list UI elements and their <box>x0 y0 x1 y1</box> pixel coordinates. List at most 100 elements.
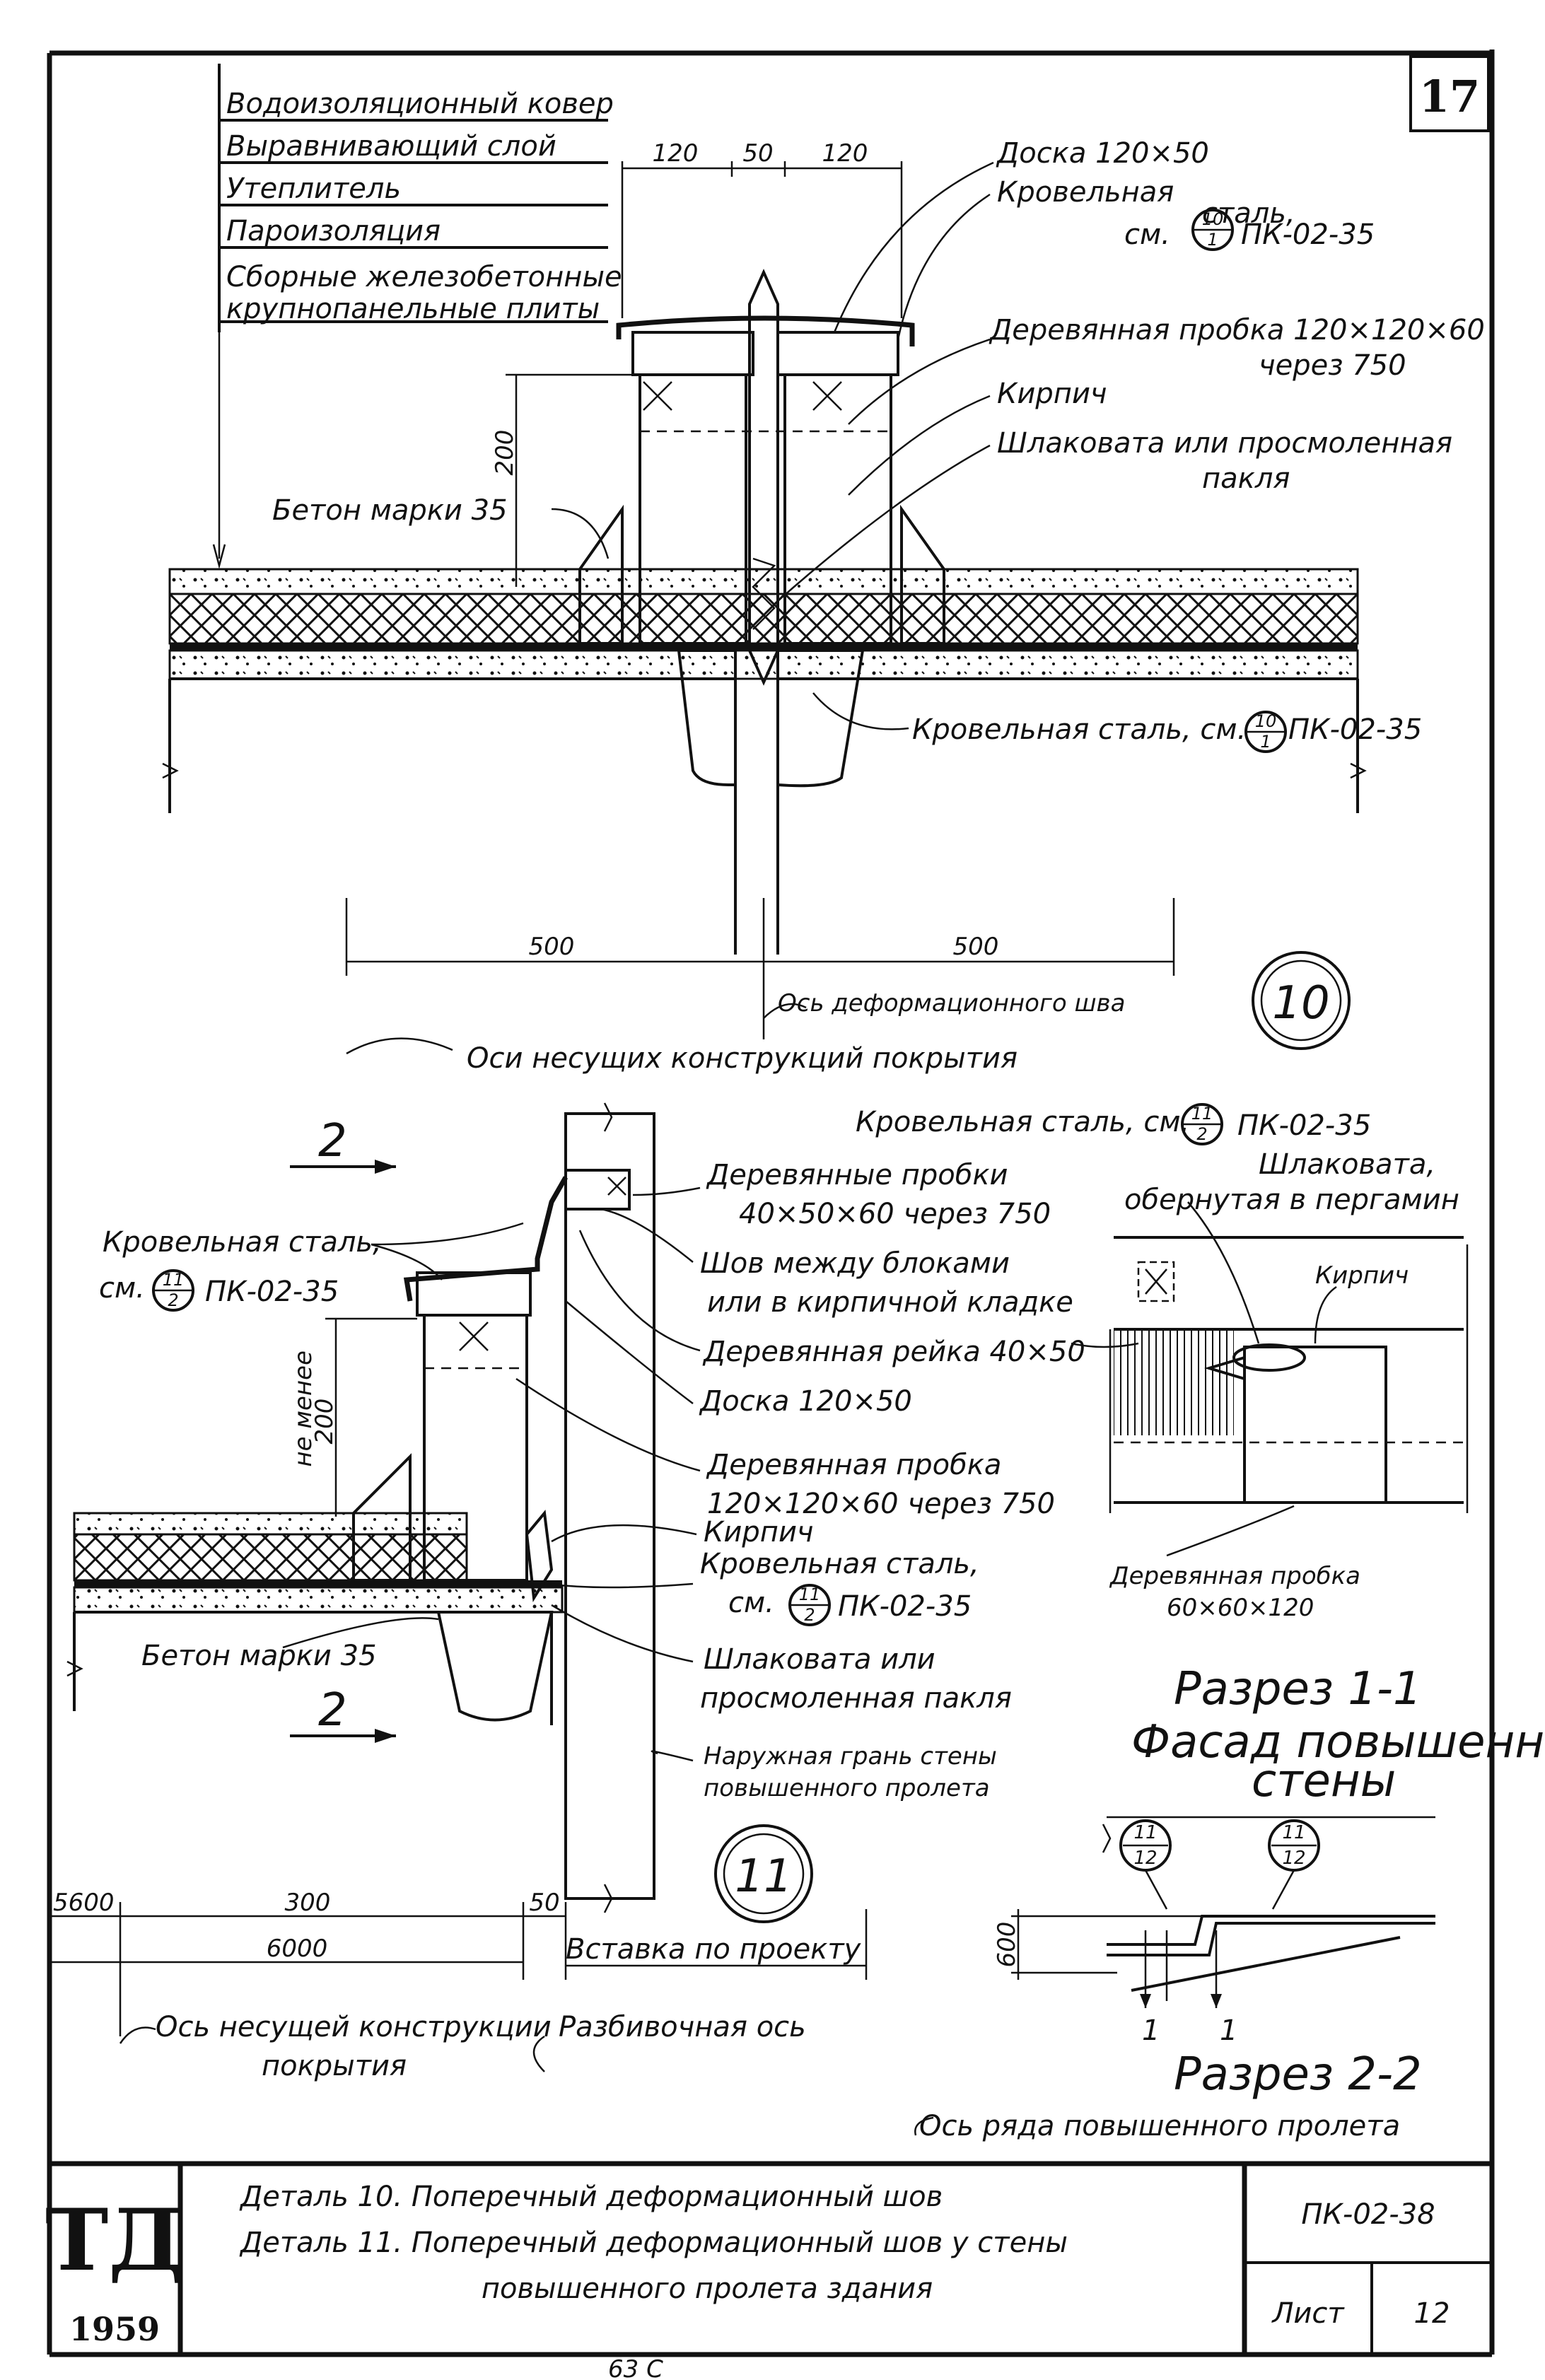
logo-year: 1959 <box>69 2310 160 2348</box>
ref-circle-10-1-low: 10 1 <box>1244 711 1287 753</box>
not-less-label: не менее <box>289 1351 317 1467</box>
brick-label-11: Кирпич <box>704 1516 814 1548</box>
dim-120-left: 120 <box>653 139 699 168</box>
top-dimensions: 120 50 120 <box>621 139 903 318</box>
stamp-code: ПК-02-38 <box>1301 2198 1435 2231</box>
slab-top <box>168 649 1359 680</box>
ref-circle-11-2-b: 11 2 <box>788 1584 831 1626</box>
dim-200-11: 200 <box>310 1399 339 1445</box>
board-label-11: Доска 120×50 <box>699 1385 912 1418</box>
svg-text:10: 10 <box>1255 711 1277 731</box>
roof-steel-a-ref: см. <box>99 1272 145 1305</box>
section-1-1: Кровельная сталь, см. 11 2 ПК-02-35 Шлак… <box>856 1103 1469 1715</box>
board-label: Доска 120×50 <box>996 137 1209 170</box>
section11-wood-plug: Деревянная пробка <box>1109 1562 1360 1590</box>
wood-plug-label-11: Деревянная пробка <box>706 1449 1001 1481</box>
bearing-axis-label-2: покрытия <box>262 2050 407 2082</box>
title-block: ТД 1959 Деталь 10. Поперечный деформацио… <box>45 2161 1492 2355</box>
dim-300: 300 <box>285 1889 331 1917</box>
facade-dim-600: 600 <box>993 1922 1021 1968</box>
section-mark-top: 2 <box>318 1115 347 1167</box>
dim-50-11: 50 <box>529 1889 559 1917</box>
section-mark-bottom: 2 <box>318 1684 347 1737</box>
stamp-line-1: Деталь 10. Поперечный деформационный шов <box>239 2181 943 2213</box>
wood-plugs-label-2: 40×50×60 через 750 <box>739 1198 1051 1230</box>
slab-label-line2: крупнопанельные плиты <box>226 293 600 325</box>
slab-label-line1: Сборные железобетонные <box>226 261 622 293</box>
footer-mark: 63 С <box>608 2355 663 2380</box>
stamp-sheet-no: 12 <box>1414 2297 1450 2330</box>
joint-blocks-label: Шов между блоками <box>700 1247 1010 1280</box>
screed-layer <box>168 568 1359 595</box>
section11-brick: Кирпич <box>1315 1261 1409 1290</box>
vapor-barrier <box>170 643 1358 651</box>
bearing-axis-label: Ось несущей конструкции <box>156 2011 552 2043</box>
ref-circle-section11: 11 2 <box>1181 1103 1223 1145</box>
svg-text:1: 1 <box>1260 732 1271 752</box>
load-axes-label: Оси несущих конструкций покрытия <box>467 1042 1018 1075</box>
ref-circle-11-2-a: 11 2 <box>152 1269 194 1312</box>
roof-steel-b-ref: см. <box>728 1587 774 1619</box>
facade-title-2: стены <box>1252 1755 1396 1807</box>
layer-label-0: Водоизоляционный ковер <box>226 88 614 120</box>
svg-text:11: 11 <box>799 1585 821 1604</box>
detail-11: 2 2 <box>49 1102 1085 2082</box>
roof-steel-b-code: ПК-02-35 <box>838 1590 972 1623</box>
roof-steel-a-label: Кровельная сталь, <box>103 1226 382 1259</box>
section11-wood-plug-2: 60×60×120 <box>1167 1594 1314 1622</box>
wood-plug-label-11-2: 120×120×60 через 750 <box>707 1488 1055 1520</box>
section22-title: Разрез 2-2 <box>1174 2048 1422 2101</box>
insulation-layer-11 <box>73 1533 468 1582</box>
slag-label-11-2: просмоленная пакля <box>700 1682 1012 1715</box>
section11-ref-code: ПК-02-35 <box>1237 1109 1371 1142</box>
detail-10-marker: 10 <box>1252 951 1351 1050</box>
layer-table: Водоизоляционный ковер Выравнивающий сло… <box>212 64 622 569</box>
svg-text:1: 1 <box>1207 230 1218 250</box>
ref-code: ПК-02-35 <box>1241 218 1375 251</box>
concrete-fill-left <box>677 649 737 786</box>
roof-steel-low-label: Кровельная сталь, см. <box>912 713 1246 746</box>
board-right <box>776 331 899 376</box>
svg-text:11: 11 <box>1191 1104 1213 1124</box>
concrete-fill-11 <box>436 1611 554 1722</box>
wood-plug-label: Деревянная пробка 120×120×60 <box>989 314 1485 346</box>
wood-plug-label-2: через 750 <box>1259 349 1406 382</box>
dim-6000: 6000 <box>267 1935 328 1963</box>
svg-text:11: 11 <box>1282 1822 1305 1843</box>
logo: ТД <box>45 2191 184 2290</box>
joint-blocks-label-2: или в кирпичной кладке <box>707 1286 1073 1319</box>
svg-text:11: 11 <box>735 1850 792 1903</box>
concrete-fill-right <box>776 649 865 788</box>
svg-text:12: 12 <box>1282 1848 1305 1869</box>
svg-text:10: 10 <box>1272 977 1329 1029</box>
section11-brick-block <box>1243 1346 1387 1504</box>
layer-label-1: Выравнивающий слой <box>226 130 556 163</box>
section11-roof-steel: Кровельная сталь, см. <box>856 1106 1189 1138</box>
roof-steel-b-label: Кровельная сталь, <box>700 1548 979 1580</box>
brick-label: Кирпич <box>997 378 1107 410</box>
svg-text:2: 2 <box>1196 1124 1207 1144</box>
layer-label-2: Утеплитель <box>226 173 401 205</box>
roof-steel-a-code: ПК-02-35 <box>205 1276 339 1308</box>
roof-steel-11 <box>403 1176 569 1302</box>
roof-steel-cap <box>616 315 915 346</box>
facade-mark-2: 1 <box>1220 2014 1237 2047</box>
sheet-frame <box>47 49 1495 2357</box>
dim-200: 200 <box>491 430 519 476</box>
sheet-number-box: 17 <box>1409 55 1490 132</box>
joint-axis-label: Ось деформационного шва <box>778 989 1125 1017</box>
roof-steel-label-2: сталь, <box>1202 197 1295 230</box>
concrete-label: Бетон марки 35 <box>272 494 508 527</box>
ref-circle-facade-2: 11 12 <box>1268 1819 1320 1872</box>
stamp-sheet-label: Лист <box>1271 2297 1345 2330</box>
detail-11-marker: 11 <box>714 1824 813 1923</box>
ref-circle-facade-1: 11 12 <box>1119 1819 1172 1872</box>
roof-steel-label: Кровельная <box>997 176 1174 209</box>
svg-text:11: 11 <box>1133 1822 1157 1843</box>
stamp-line-2: Деталь 11. Поперечный деформационный шов… <box>239 2227 1068 2259</box>
dim-120-right: 120 <box>822 139 868 168</box>
svg-text:2: 2 <box>804 1605 815 1625</box>
section11-slag-2: обернутая в пергамин <box>1124 1184 1459 1216</box>
sheet-number: 17 <box>1419 71 1480 122</box>
